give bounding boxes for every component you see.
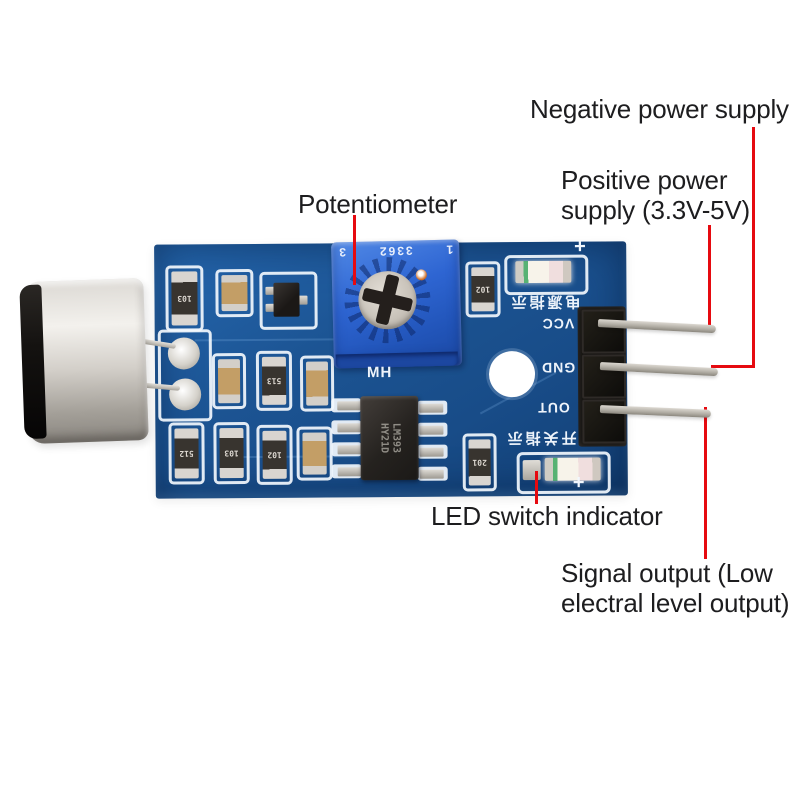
resistor: 102 [256, 424, 293, 485]
negative-supply-callout-line [752, 127, 755, 368]
switch-led-polarity-mark: + [572, 471, 585, 494]
out-pin-label: OUT [537, 399, 570, 416]
pot-pin-number: 3 [337, 245, 347, 260]
ic-pin [337, 423, 362, 433]
vcc-pin-label: VCC [541, 315, 575, 332]
capacitor-body [217, 359, 241, 404]
ic-pin [337, 401, 362, 411]
resistor-code: 102 [475, 284, 491, 294]
solder-joint [169, 378, 202, 411]
resistor-code: 513 [266, 376, 282, 386]
positive-power-label: Positive power supply (3.3V-5V) [561, 165, 751, 225]
pcb-board: 103 512 103 102 513 102 201 1 3362 3 [154, 236, 628, 499]
signal-output-label: Signal output (Low electral level output… [561, 558, 790, 618]
potentiometer-base [335, 351, 459, 369]
pin-header-cell [581, 354, 627, 399]
switch-indicator-silkscreen: 开关指示 [504, 428, 577, 447]
signal-output-callout-line [704, 407, 707, 559]
resistor: 103 [165, 265, 204, 332]
resistor: 513 [255, 350, 293, 411]
ic-pin [419, 425, 444, 435]
ic-pin [337, 467, 362, 477]
ic-lot-code: HY21D [378, 422, 390, 454]
ic-pin [419, 403, 444, 413]
negative-supply-callout-elbow [711, 365, 755, 368]
microphone-front-face [19, 284, 47, 440]
power-led [515, 260, 572, 284]
ic-marking: LM393 HY21D [377, 401, 402, 475]
switch-led-pad [522, 459, 541, 481]
gnd-pin-label: GND [540, 359, 576, 376]
capacitor-body [302, 432, 327, 475]
capacitor [215, 268, 254, 318]
led-indicator-callout-line [535, 471, 538, 504]
resistor-code: 512 [179, 448, 194, 458]
pot-pin-number: 1 [444, 242, 454, 257]
resistor: 103 [213, 421, 250, 485]
resistor-code: 103 [177, 293, 192, 303]
capacitor [211, 353, 247, 410]
capacitor [299, 355, 335, 412]
copper-trace [194, 338, 335, 342]
resistor: 512 [168, 422, 205, 485]
resistor-code: 103 [224, 448, 239, 458]
potentiometer-callout-line [353, 215, 356, 285]
negative-power-label: Negative power supply [530, 94, 789, 124]
ic-pin [337, 445, 362, 455]
power-indicator-silkscreen: 电源指示 [508, 292, 581, 311]
mounting-hole [488, 350, 536, 398]
positive-supply-callout-line [708, 225, 711, 328]
capacitor-body [305, 361, 329, 406]
microphone [19, 277, 149, 445]
resistor-code: 102 [267, 450, 282, 460]
ic-pin [419, 447, 444, 457]
resistor-code: 201 [472, 457, 487, 467]
transistor-body [273, 282, 300, 317]
ic-pin [419, 469, 444, 479]
ic-part-number: LM393 [390, 422, 402, 454]
pin-header-cell [581, 309, 626, 354]
capacitor [296, 426, 333, 481]
pot-model-number: 3362 [377, 243, 413, 259]
potentiometer-label: Potentiometer [298, 189, 458, 219]
capacitor-body [221, 275, 248, 312]
solder-joint [167, 337, 200, 370]
comparator-ic: LM393 HY21D [360, 395, 419, 481]
led-switch-indicator-label: LED switch indicator [431, 501, 663, 531]
amp-silkscreen-label: MH [366, 363, 393, 382]
potentiometer-component[interactable]: 1 3362 3 [331, 239, 463, 369]
power-led-polarity-mark: + [574, 235, 586, 258]
